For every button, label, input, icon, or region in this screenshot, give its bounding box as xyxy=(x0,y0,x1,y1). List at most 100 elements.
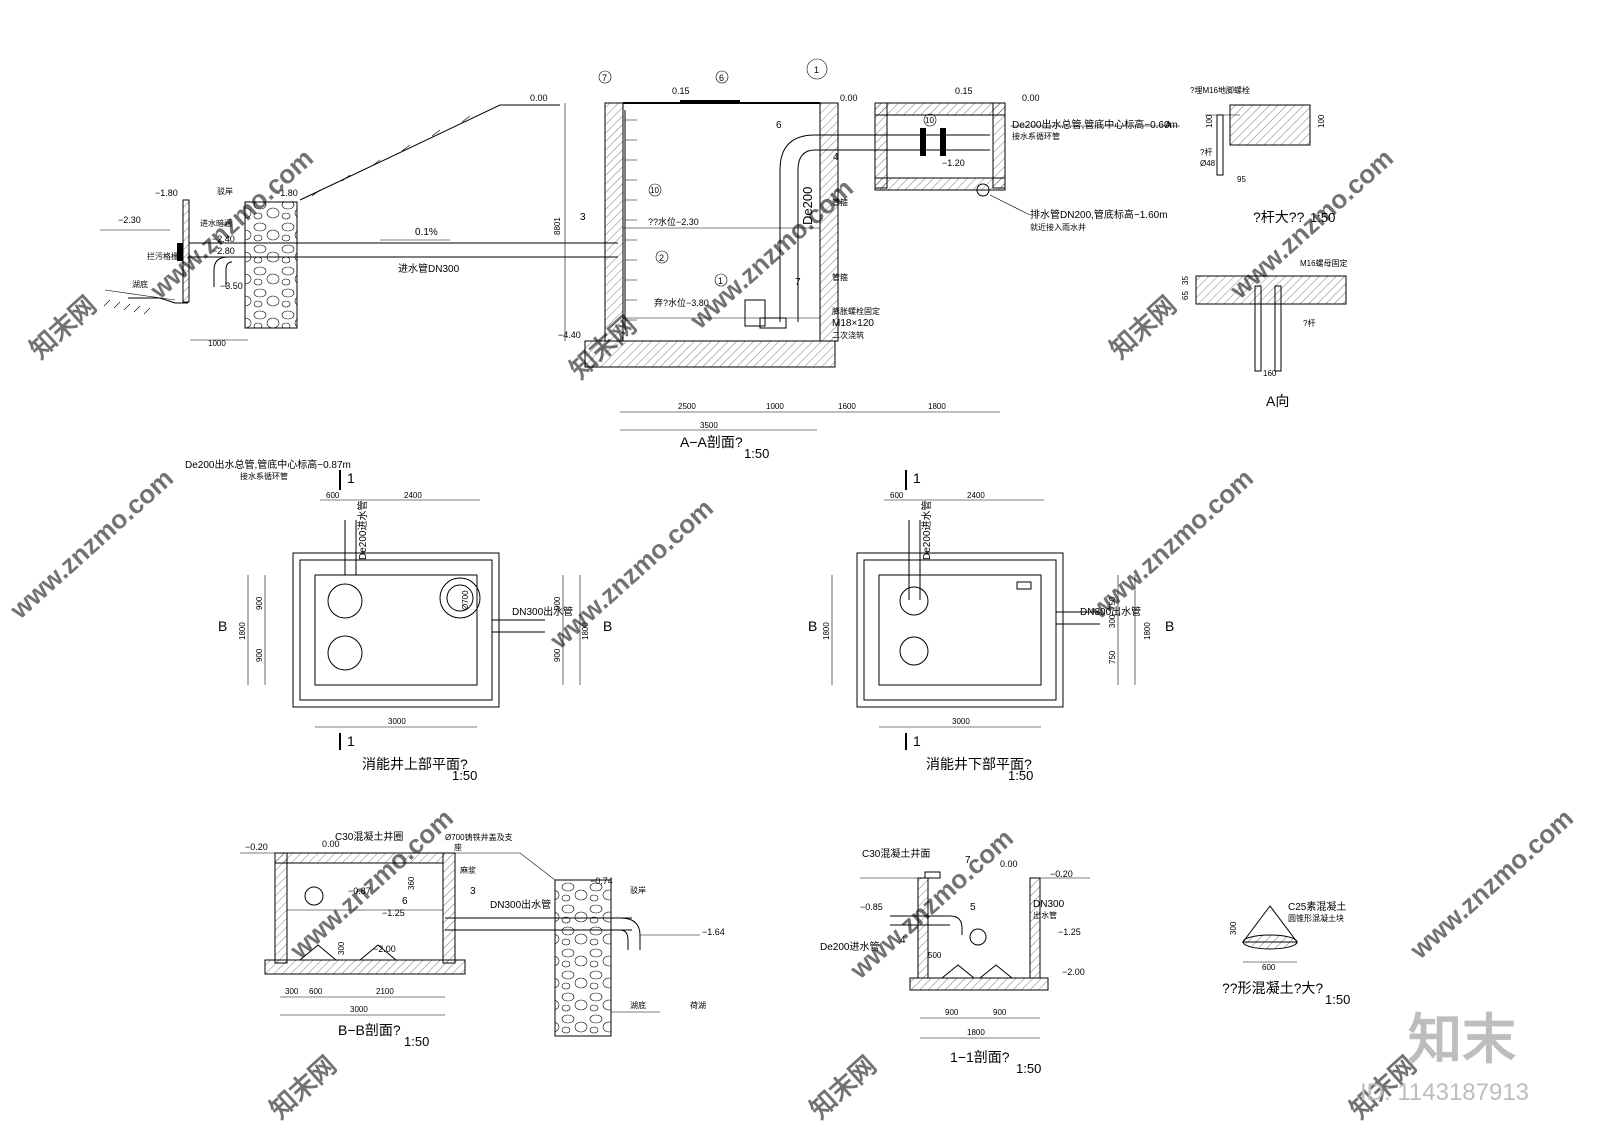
dim-label: 300 xyxy=(1229,921,1238,935)
cone-label: C25素混凝土 xyxy=(1288,900,1346,913)
outlet-main-label: De200出水总管,管底中心标高−0.87m xyxy=(185,458,351,471)
trash-grate-label: 拦污格栅 xyxy=(147,251,179,261)
elevation-label: −3.50 xyxy=(220,281,243,291)
section-mark: 1 xyxy=(347,733,355,749)
elevation-label: −0.87 xyxy=(348,886,371,896)
plan-scale: 1:50 xyxy=(452,768,477,783)
callout-num: 1 xyxy=(718,276,723,286)
sleeve-label: 管箍 xyxy=(832,197,848,207)
dim-label: 1800 xyxy=(928,402,946,411)
dim-label: 360 xyxy=(407,876,416,890)
plan-title: 消能井下部平面? xyxy=(926,756,1032,772)
dim-label: 3000 xyxy=(952,717,970,726)
elevation-label: −2.00 xyxy=(373,944,396,954)
section-title: 1−1剖面? xyxy=(950,1049,1010,1065)
dim-label: 2100 xyxy=(376,987,394,996)
elevation-label: −2.30 xyxy=(118,215,141,225)
dim-label: 900 xyxy=(945,1008,959,1017)
elevation-label: −1.20 xyxy=(942,158,965,168)
elevation-label: 0.00 xyxy=(1022,93,1040,103)
callout-num: 6 xyxy=(719,73,724,83)
watermark-text: www.znzmo.com xyxy=(283,803,459,965)
callout-num: 7 xyxy=(965,855,971,866)
elevation-label: −4.40 xyxy=(558,330,581,340)
rod-label: ?杆 xyxy=(1200,147,1212,157)
watermark-text: 知末网 xyxy=(1104,290,1182,364)
dim-label: 100 xyxy=(1317,114,1326,128)
elevation-label: −0.74 xyxy=(590,876,613,886)
section-11: C30混凝土井面 De200进水管 DN300 出水管 0.00 −0.20 −… xyxy=(820,847,1090,1076)
callout-num: 2 xyxy=(659,253,664,263)
detail-title: ??形混凝土?大? xyxy=(1222,980,1323,996)
dim-label: 600 xyxy=(326,491,340,500)
anchor-bolt-label: ?埋M16地脚螺栓 xyxy=(1190,85,1250,95)
callout-num: 1 xyxy=(814,65,819,75)
section-scale: 1:50 xyxy=(404,1034,429,1049)
callout-num: 6 xyxy=(776,120,782,131)
elevation-label: 0.15 xyxy=(955,86,973,96)
plan-title: 消能井上部平面? xyxy=(362,756,468,772)
dim-label: 3000 xyxy=(388,717,406,726)
outlet-main-sub-label: 接水系循环管 xyxy=(1012,131,1060,141)
section-title: B−B剖面? xyxy=(338,1022,401,1038)
image-id: ID: 1143187913 xyxy=(1360,1079,1529,1106)
plan-scale: 1:50 xyxy=(1008,768,1033,783)
dim-label: 1800 xyxy=(581,622,590,640)
elevation-label: −2.80 xyxy=(212,246,235,256)
section-mark: B xyxy=(218,618,227,634)
dim-label: 900 xyxy=(993,1008,1007,1017)
dim-label: 750 xyxy=(1108,596,1117,610)
nut-label: M16螺母固定 xyxy=(1300,258,1348,268)
section-mark: B xyxy=(808,618,817,634)
elevation-label: 0.00 xyxy=(322,839,340,849)
dim-label: 1600 xyxy=(838,402,856,411)
section-mark: 1 xyxy=(913,470,921,486)
callout-num: 10 xyxy=(925,116,934,125)
elevation-label: 0.15 xyxy=(672,86,690,96)
dim-label: 1800 xyxy=(1143,622,1152,640)
rod-label: ?杆 xyxy=(1303,318,1315,328)
cone-label: 圆锥形混凝土块 xyxy=(1288,913,1344,923)
elevation-label: −1.25 xyxy=(1058,927,1081,937)
grout-label: 二次浇筑 xyxy=(832,330,864,340)
brand-logo: 知末 xyxy=(1408,1010,1516,1070)
dim-label: 900 xyxy=(553,648,562,662)
pipe-de200-label: De200 xyxy=(800,187,815,225)
inlet-culvert-label: 进水暗涵 xyxy=(200,218,232,228)
elevation-label: 0.00 xyxy=(530,93,548,103)
watermark-text: www.znzmo.com xyxy=(1403,803,1579,965)
water-low-label: 弃?水位−3.80 xyxy=(654,297,709,308)
aa-section: 0.1% 进水管DN300 进水暗涵 拦污格栅 湖底 驳岸 −1.80 −1.8… xyxy=(100,58,1180,461)
outlet-label: DN300出水管 xyxy=(512,605,573,618)
elevation-label: −2.40 xyxy=(212,234,235,244)
watermark-text: www.znzmo.com xyxy=(3,463,179,625)
elevation-label: −1.80 xyxy=(155,188,178,198)
dim-label: 100 xyxy=(1205,114,1214,128)
callout-num: 4 xyxy=(900,935,906,946)
callout-num: 7 xyxy=(795,277,801,288)
elevation-label: −0.85 xyxy=(860,902,883,912)
elevation-label: −1.64 xyxy=(702,927,725,937)
lake-bottom-label: 湖底 xyxy=(630,1000,646,1010)
outlet-label: DN300出水管 xyxy=(1080,605,1141,618)
dim-label: 2400 xyxy=(404,491,422,500)
revetment-label: 驳岸 xyxy=(630,886,646,895)
drain-pipe-label: 排水管DN200,管底标高−1.60m xyxy=(1030,208,1168,221)
seat-label: 座 xyxy=(454,842,462,852)
elevation-label: −1.25 xyxy=(382,908,405,918)
depth-label: 8801 xyxy=(553,217,562,235)
elevation-label: −2.00 xyxy=(1062,967,1085,977)
sleeve-label: 管箍 xyxy=(832,272,848,282)
elevation-label: 0.00 xyxy=(840,93,858,103)
callout-num: 7 xyxy=(602,73,607,83)
callout-num: 3 xyxy=(470,886,476,897)
outlet-sub-label: 出水管 xyxy=(1033,910,1057,920)
watermark-text: 知末网 xyxy=(24,290,102,364)
a-view-title: A向 xyxy=(1266,393,1289,409)
callout-num: 10 xyxy=(650,186,659,195)
dim-label: 600 xyxy=(890,491,904,500)
dim-label: 300 xyxy=(337,941,346,955)
lake-bottom-label: 湖底 xyxy=(132,279,148,289)
detail-scale: 1:50 xyxy=(1325,992,1350,1007)
